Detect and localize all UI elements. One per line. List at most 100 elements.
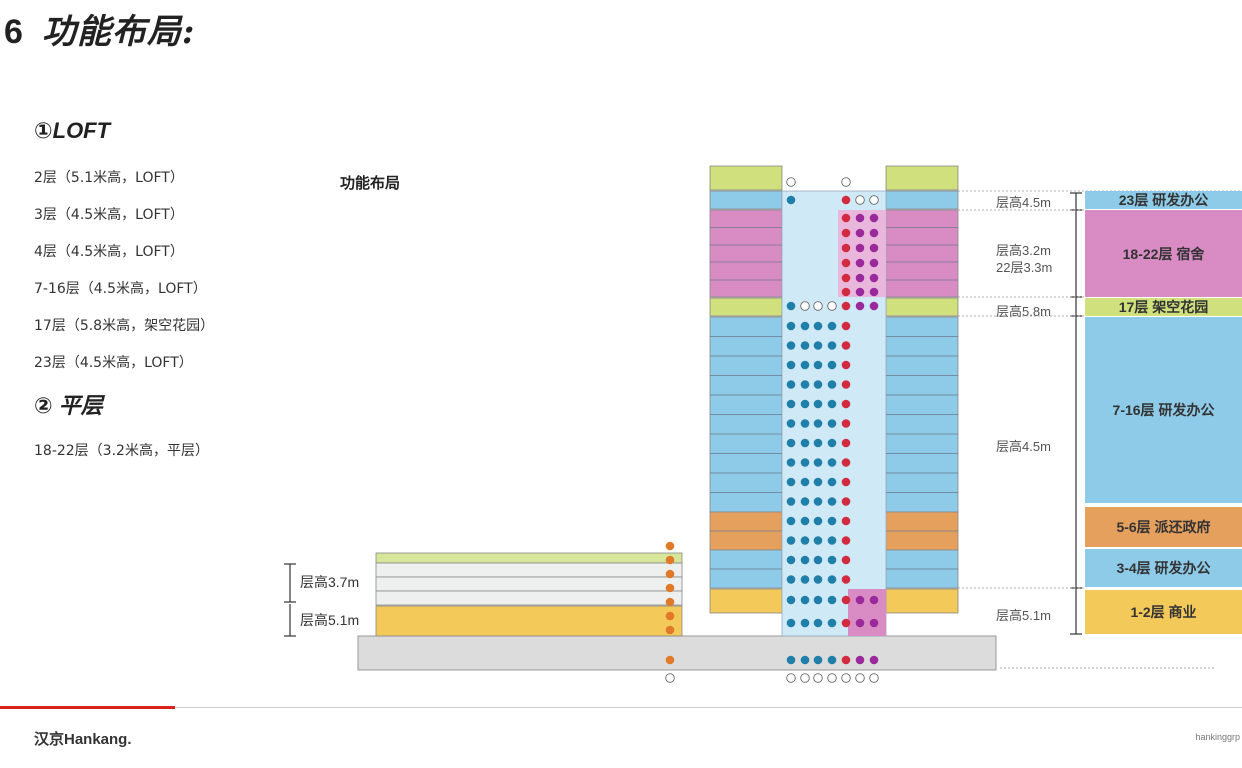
elevator-dot [827,575,837,584]
elevator-dot [841,618,851,628]
height-label-retail: 层高5.1m [996,608,1051,623]
elevator-dot [813,516,823,526]
elevator-dot [841,673,851,683]
section-number: 6 [4,13,24,51]
elevator-dot [841,258,851,268]
elevator-dot [786,177,796,187]
basement-slab [357,635,997,671]
height-label-dorm: 层高3.2m [996,243,1051,258]
zone-label: 23层 研发办公 [1118,192,1209,208]
elevator-dot [786,195,796,205]
elevator-dot [855,618,865,628]
elevator-dot [827,555,837,565]
elevator-dot [813,399,823,409]
company-logo: 汉京Hankang. [34,731,132,748]
elevator-dot [827,360,837,370]
zone-label: 5-6层 派还政府 [1116,519,1211,535]
elevator-dot [827,301,837,311]
elevator-dot [855,287,865,297]
zone-label: 1-2层 商业 [1130,604,1197,620]
elevator-dot [827,497,837,506]
elevator-dot [665,541,675,551]
elevator-dot [813,655,823,665]
elevator-dot [786,555,796,565]
elevator-dot [827,618,837,628]
elevator-dot [800,341,810,350]
elevator-dot [813,301,823,311]
elevator-dot [841,177,851,187]
elevator-dot [800,419,810,428]
elevator-dot [813,497,823,506]
elevator-dot [841,655,851,665]
elevator-dot [800,360,810,370]
elevator-dot [841,228,851,238]
height-label-podium-upper: 层高3.7m [300,574,360,590]
elevator-dot [800,399,810,409]
elevator-dot [813,419,823,428]
elevator-dot [786,477,796,487]
elevator-dot [841,516,851,526]
elevator-dot [786,595,796,605]
elevator-dot [869,301,879,311]
elevator-dot [813,360,823,370]
elevator-dot [855,673,865,683]
elevator-dot [855,301,865,311]
elevator-dot [869,195,879,205]
elevator-dot [841,477,851,487]
elevator-dot [827,341,837,350]
elevator-dot [665,625,675,635]
elevator-dot [800,380,810,389]
flat-item: 18-22层（3.2米高，平层） [34,443,209,459]
elevator-dot [841,536,851,545]
loft-item: 17层（5.8米高，架空花园） [34,318,215,334]
elevator-dot [827,438,837,448]
zone-band: 5-6层 派还政府 [1085,507,1242,547]
elevator-dot [800,575,810,584]
elevator-dot [841,380,851,389]
elevator-dot [786,458,796,467]
elevator-dot [800,321,810,331]
elevator-dot [841,595,851,605]
elevator-dots [665,177,879,683]
elevator-dot [855,195,865,205]
elevator-dot [855,273,865,283]
podium [375,552,683,637]
elevator-dot [665,673,675,683]
elevator-dot [841,321,851,331]
elevator-dot [841,360,851,370]
elevator-dot [786,419,796,428]
elevator-dot [665,655,675,665]
footer-divider [175,707,1242,708]
elevator-dot [786,438,796,448]
zone-label: 17层 架空花园 [1118,299,1209,315]
elevator-dot [855,228,865,238]
tower-dimensions [1070,192,1082,635]
elevator-dot [855,258,865,268]
elevator-dot [665,555,675,565]
elevator-dot [841,301,851,311]
elevator-dot [813,477,823,487]
elevator-dot [800,595,810,605]
elevator-dot [841,213,851,223]
zone-label: 3-4层 研发办公 [1116,560,1211,576]
elevator-dot [827,419,837,428]
elevator-dot [869,595,879,605]
elevator-dot [665,611,675,621]
elevator-dot [786,655,796,665]
elevator-dot [841,341,851,350]
elevator-dot [786,497,796,506]
elevator-dot [800,536,810,545]
elevator-dot [869,655,879,665]
elevator-dot [813,438,823,448]
elevator-dot [813,595,823,605]
height-label-garden: 层高5.8m [996,304,1051,319]
elevator-dot [800,477,810,487]
tower-core [781,190,887,637]
elevator-dot [813,618,823,628]
zone-label: 7-16层 研发办公 [1112,402,1215,418]
elevator-dot [841,273,851,283]
elevator-dot [855,243,865,253]
elevator-dot [813,321,823,331]
diagram-label: 功能布局 [340,175,401,192]
loft-heading: ①LOFT [34,118,111,143]
